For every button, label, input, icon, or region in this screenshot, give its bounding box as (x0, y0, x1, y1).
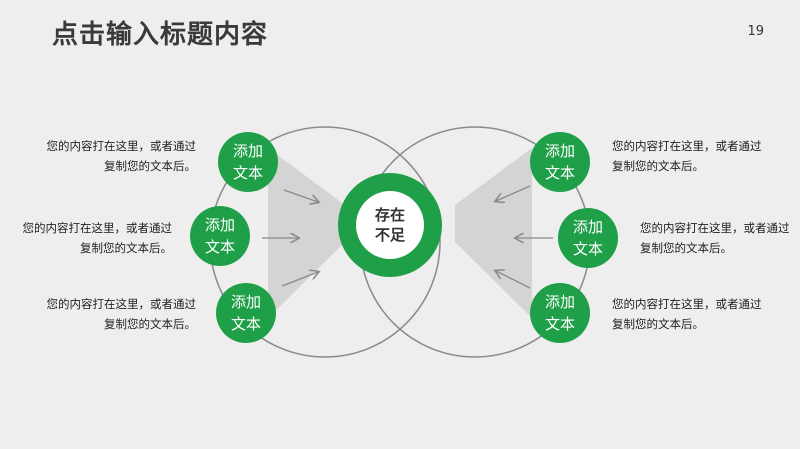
left-node-2[interactable]: 添加 文本 (190, 206, 250, 266)
right-node-2[interactable]: 添加 文本 (558, 208, 618, 268)
left-node-1[interactable]: 添加 文本 (218, 132, 278, 192)
right-text-2[interactable]: 您的内容打在这里，或者通过复制您的文本后。 (640, 221, 790, 255)
arrow-right-3 (496, 271, 531, 289)
right-text-3[interactable]: 您的内容打在这里，或者通过复制您的文本后。 (612, 297, 762, 331)
left-node-3[interactable]: 添加 文本 (216, 283, 276, 343)
left-wedge (268, 148, 345, 318)
center-ring[interactable]: 存在 不足 (338, 173, 442, 277)
left-text-1[interactable]: 您的内容打在这里，或者通过复制您的文本后。 (46, 139, 197, 173)
arrow-right-1 (496, 185, 531, 201)
arrow-left-1 (283, 189, 318, 202)
right-node-1[interactable]: 添加 文本 (530, 132, 590, 192)
right-text-1[interactable]: 您的内容打在这里，或者通过复制您的文本后。 (612, 139, 762, 173)
right-node-3[interactable]: 添加 文本 (530, 283, 590, 343)
arrow-left-3 (281, 272, 318, 287)
left-text-2[interactable]: 您的内容打在这里，或者通过复制您的文本后。 (22, 221, 173, 255)
center-label: 存在 不足 (356, 191, 424, 259)
page-number: 19 (747, 24, 764, 39)
page-title[interactable]: 点击输入标题内容 (52, 20, 269, 50)
right-wedge (455, 148, 532, 318)
left-text-3[interactable]: 您的内容打在这里，或者通过复制您的文本后。 (46, 297, 197, 331)
